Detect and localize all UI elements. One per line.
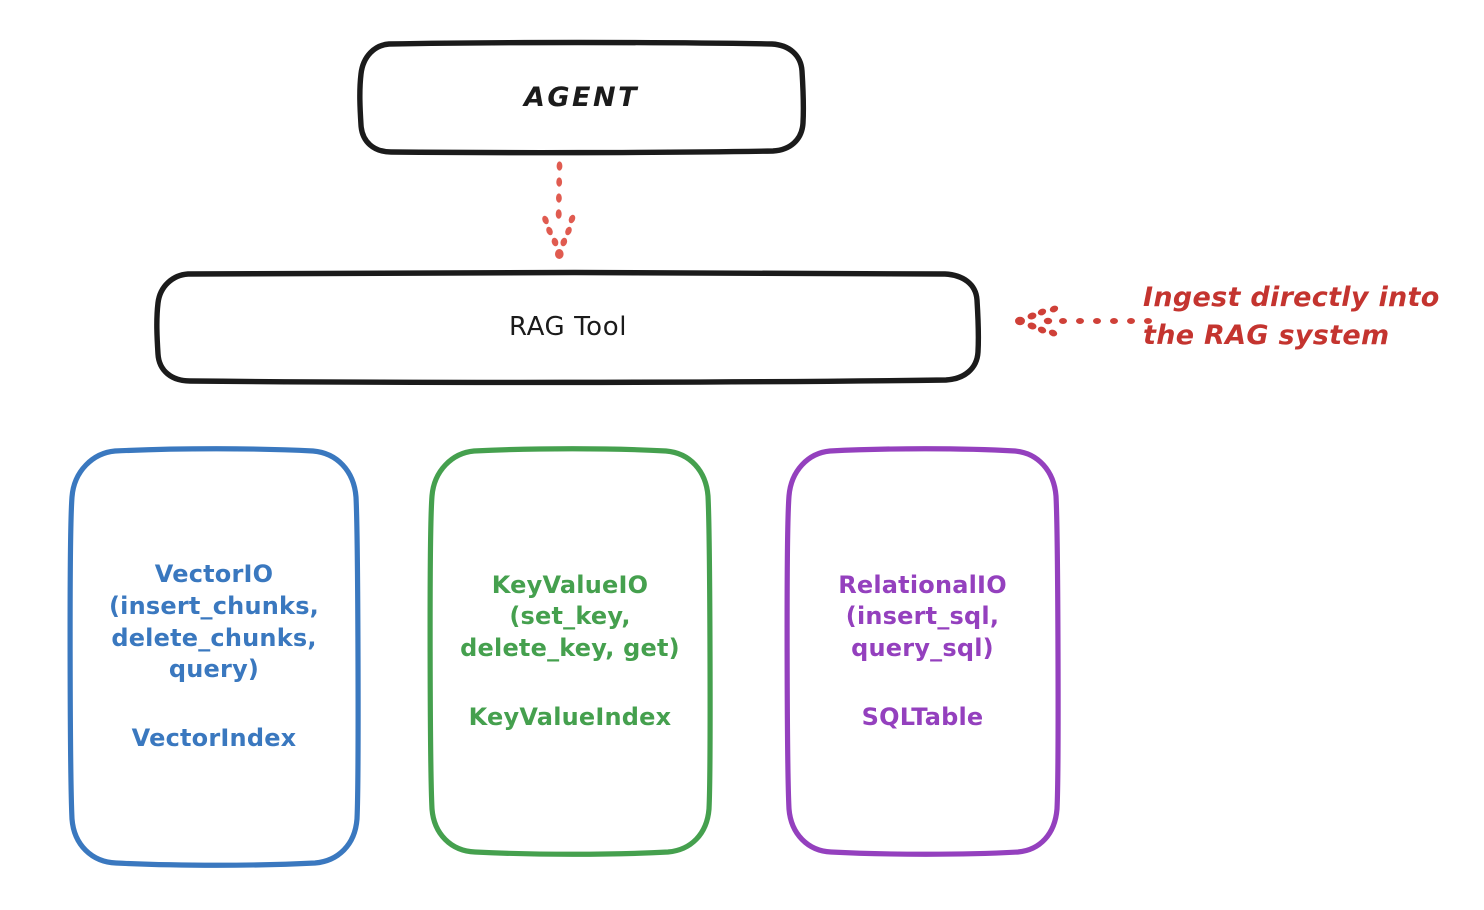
keyvalue-io-label: KeyValueIO (set_key, delete_key, get) Key… xyxy=(460,570,680,734)
annotation-ingest: Ingest directly into the RAG system xyxy=(1143,282,1440,352)
relational-index-label: SQLTable xyxy=(861,702,984,731)
relational-io-label: RelationalIO (insert_sql, query_sql) SQLT… xyxy=(838,570,1007,734)
node-vector-io[interactable]: VectorIO (insert_chunks, delete_chunks, … xyxy=(67,446,361,868)
node-rag-tool[interactable]: RAG Tool xyxy=(154,269,982,386)
keyvalue-index-label: KeyValueIndex xyxy=(468,702,672,731)
keyvalue-io-api: KeyValueIO (set_key, delete_key, get) xyxy=(460,570,680,662)
node-keyvalue-io[interactable]: KeyValueIO (set_key, delete_key, get) Key… xyxy=(427,446,713,857)
dotted-arrow-left-icon xyxy=(1015,305,1152,337)
vector-io-label: VectorIO (insert_chunks, delete_chunks, … xyxy=(109,559,319,755)
relational-io-api: RelationalIO (insert_sql, query_sql) xyxy=(838,570,1007,662)
vector-io-api: VectorIO (insert_chunks, delete_chunks, … xyxy=(109,560,319,684)
vector-index-label: VectorIndex xyxy=(131,724,297,753)
rag-tool-label: RAG Tool xyxy=(508,312,628,343)
dotted-arrow-down-icon xyxy=(542,161,576,259)
node-relational-io[interactable]: RelationalIO (insert_sql, query_sql) SQLT… xyxy=(784,446,1061,857)
agent-label: AGENT xyxy=(523,82,639,114)
node-agent[interactable]: AGENT xyxy=(357,39,807,156)
